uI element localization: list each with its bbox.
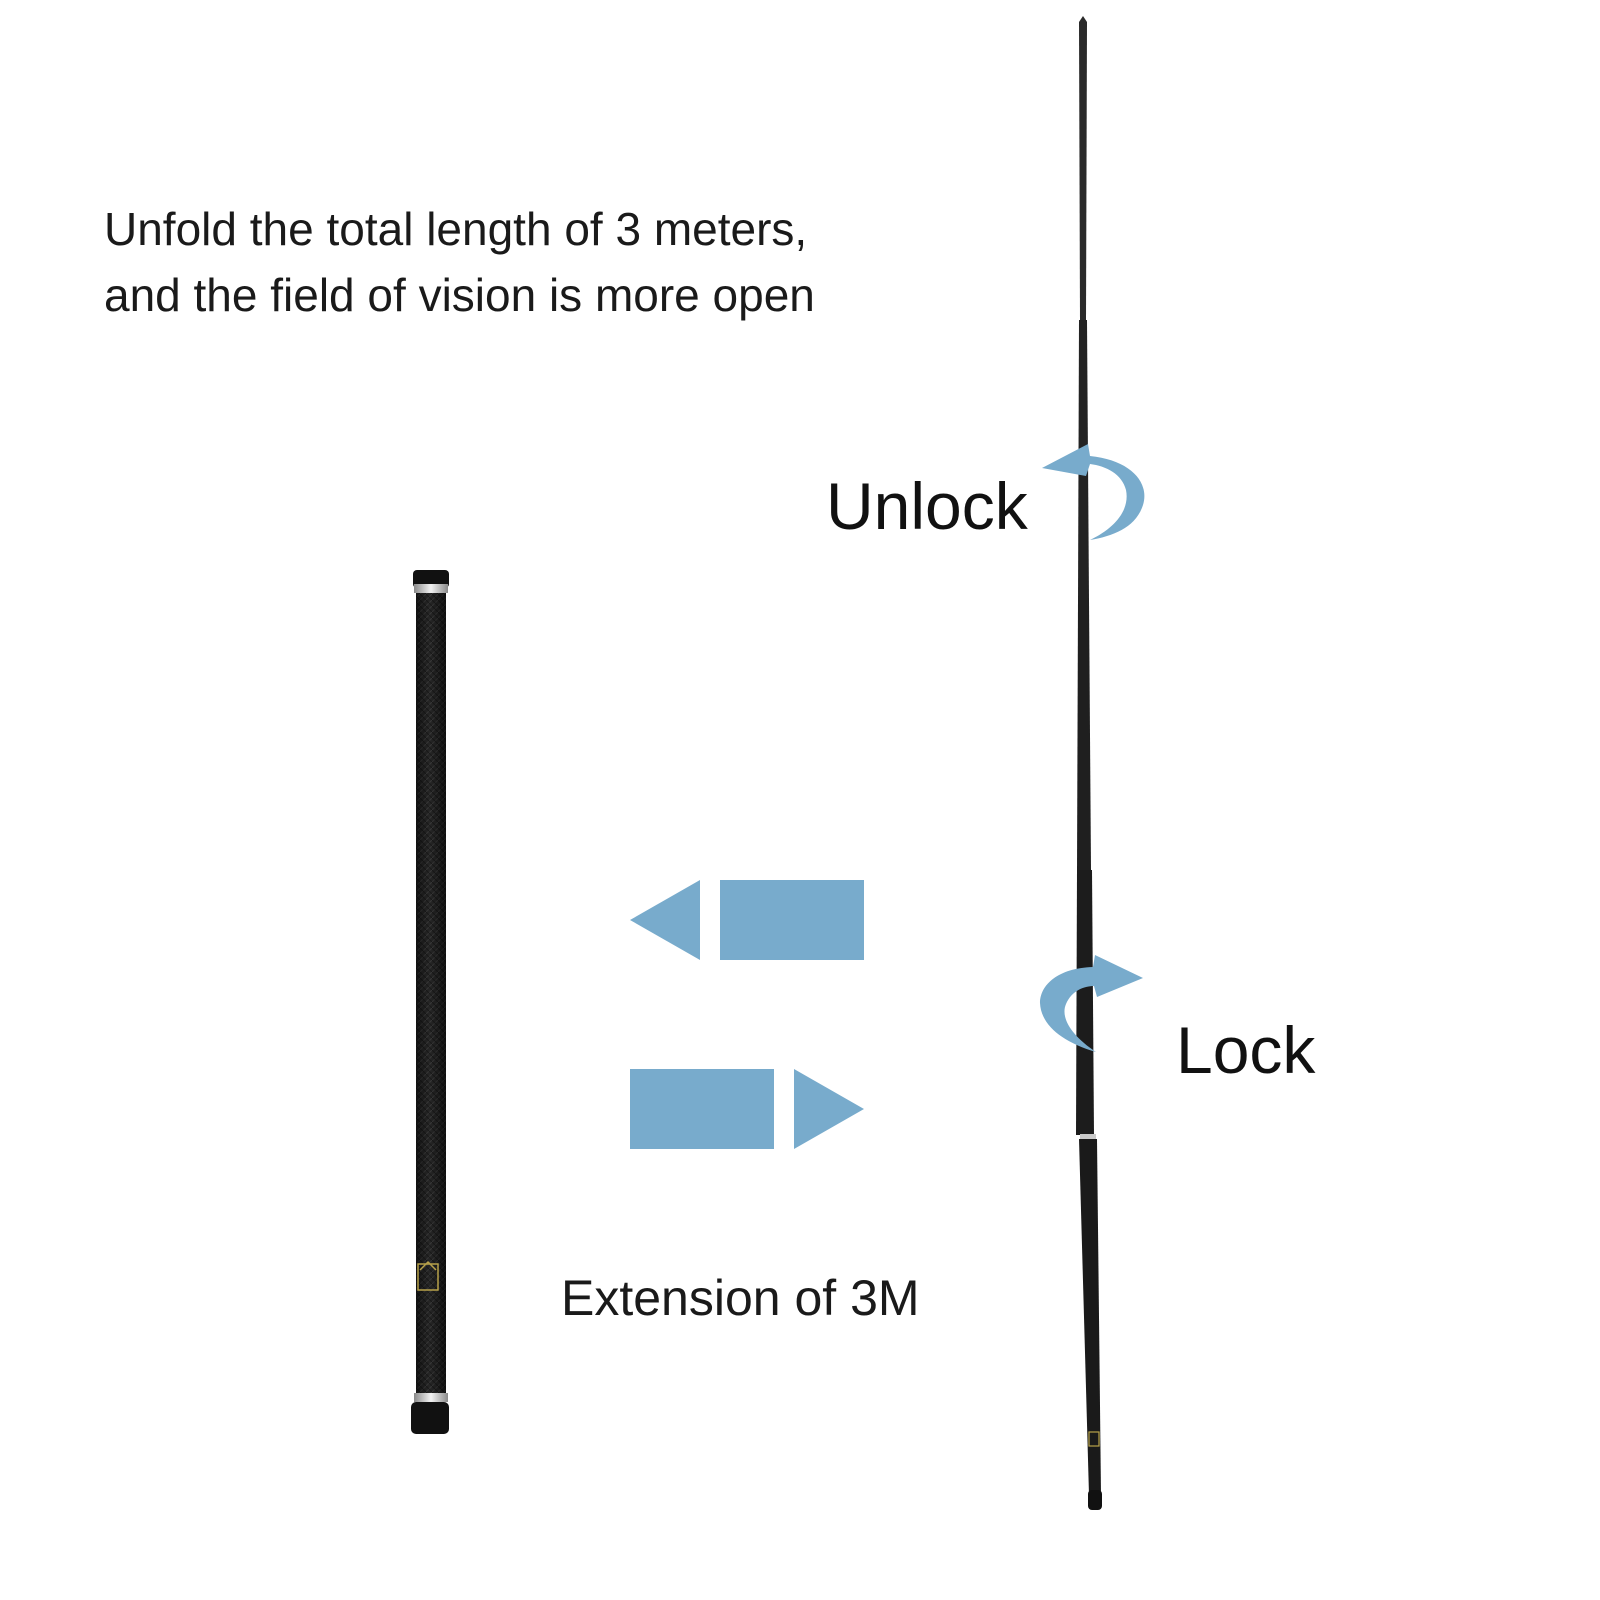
arrow-left-icon [630,880,864,960]
unlock-rotate-arrow-icon [1042,444,1145,540]
pole-top-cap [413,570,449,588]
pole-silver-ring [414,584,448,593]
collapsed-pole [411,570,449,1434]
headline-line-2: and the field of vision is more open [104,269,815,321]
extension-label: Extension of 3M [561,1270,920,1326]
extended-pole [1076,16,1102,1510]
arrow-right-icon [630,1069,864,1149]
extended-pole-logo [1088,1431,1100,1447]
pole-logo [417,1263,439,1291]
pole-bottom-cap [411,1402,449,1434]
lock-label: Lock [1176,1013,1316,1087]
headline: Unfold the total length of 3 meters, and… [104,196,815,328]
lock-rotate-arrow-icon [1040,955,1143,1052]
headline-line-1: Unfold the total length of 3 meters, [104,203,808,255]
unlock-label: Unlock [826,469,1028,543]
